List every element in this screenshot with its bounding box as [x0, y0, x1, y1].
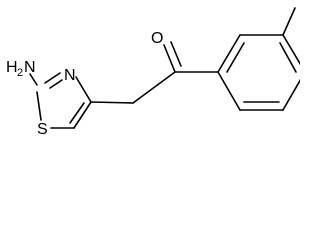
- bond-s1-c2: [36, 91, 42, 121]
- bond-c4-c5: [73, 101, 92, 129]
- carbonyl-oxygen-label: O: [151, 30, 163, 47]
- bond-ar-inner-2: [279, 42, 297, 73]
- bond-c2-n3-double: [49, 79, 63, 89]
- bond-ar-6: [217, 71, 241, 111]
- bond-c4-c5-double: [69, 102, 85, 124]
- chemical-structure-diagram: H 2 N N S O: [6, 7, 300, 138]
- bond-n3-c4: [75, 76, 92, 103]
- bond-c2-nh2: [29, 73, 38, 86]
- sulfur-label: S: [37, 121, 48, 138]
- bond-c4-ch2: [90, 101, 134, 104]
- bond-c2-n3: [44, 72, 61, 84]
- amine-n-label: N: [24, 59, 36, 76]
- bond-carbonyl-co: [163, 44, 176, 73]
- thiazole-ring: [29, 72, 92, 129]
- ring-nitrogen-label: N: [64, 67, 76, 84]
- bond-methyl: [282, 7, 296, 36]
- atom-labels: H 2 N N S O: [6, 30, 163, 138]
- bond-ar-3: [282, 34, 300, 66]
- amine-subscript-label: 2: [17, 67, 23, 79]
- bond-ch2-carbonyl-c: [132, 71, 176, 104]
- bond-ar-4: [282, 79, 300, 111]
- bond-carbonyl-co-double: [170, 41, 182, 67]
- bond-ar-inner-1: [226, 42, 245, 73]
- bond-ar-1: [217, 34, 241, 73]
- amine-h-label: H: [6, 59, 18, 76]
- acyl-linker: [90, 41, 219, 104]
- tolyl-ring: [217, 7, 300, 111]
